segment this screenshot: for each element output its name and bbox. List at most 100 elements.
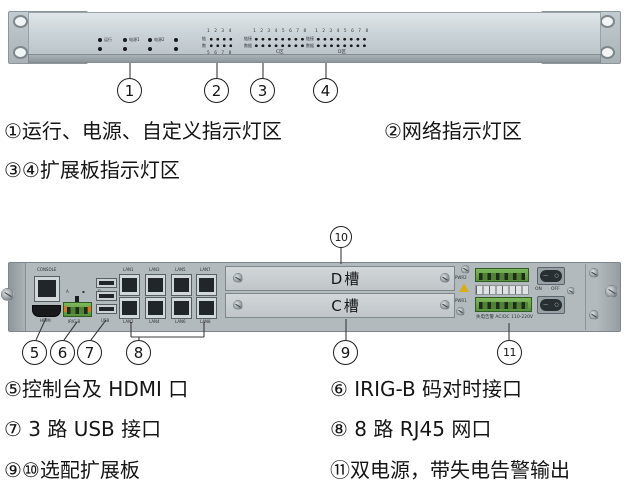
usb-port-2 [96,291,117,301]
lan7-label: LAN7 [200,267,211,272]
lan6-label: LAN6 [175,319,186,324]
rear-panel-left-wall [9,263,26,331]
power-switch-2: —○ [537,267,565,285]
callout-6: 6 [50,340,75,365]
power1-led [123,38,127,42]
wiring-label-strip [475,285,529,295]
screw-hole [600,46,615,59]
lan-port-7 [196,274,217,296]
network-led-grid [208,36,234,49]
warning-icon [459,283,469,292]
panel-screw [456,307,465,316]
caption-rear-row1-left: ⑤控制台及 HDMI 口 [4,377,189,401]
slot-d-led-row-label: 链接 [306,36,314,41]
lan-port-8 [196,297,217,319]
lan8-label: LAN8 [200,319,211,324]
network-led-numbers-bottom: 5 6 7 8 [207,51,233,56]
irig-center-pin [75,296,79,302]
run-led [98,38,102,42]
pwr2-label: PWR2 [455,275,467,280]
lan-port-3 [145,274,166,296]
usb-port-3 [96,304,117,314]
screw-hole [600,15,615,28]
lan-port-6 [171,297,192,319]
network-led-row-label: 链 [202,36,206,41]
caption-rear-row3-right: ⑪双电源，带失电告警输出 [330,458,570,482]
screw-hole [13,46,28,59]
front-panel-bevel [28,54,601,63]
slot-d-led-grid [315,36,368,49]
thumbscrew [1,288,14,301]
slot-c-led-numbers: 1 2 3 4 5 6 7 8 [253,29,308,34]
panel-screw [567,287,575,295]
slot-c-label: C槽 [331,297,361,315]
power1-led-label: 电源1 [129,37,140,42]
irig-ab-label: A ▪ B [66,289,107,294]
run-led-label: 运行 [104,37,112,42]
callout-7: 7 [77,340,102,365]
irig-label: IRIG-B [68,319,81,324]
panel-screw [589,310,599,320]
irig-b-terminal [63,302,92,317]
custom-led [123,47,127,51]
callout-1: 1 [117,78,142,103]
slot-c: C槽 [225,293,455,318]
terminal-mark [64,306,67,312]
custom-led [174,47,178,51]
screw-hole [13,15,28,28]
hdmi-label: HDMI [40,318,51,323]
custom-led [174,38,178,42]
slot-c-zone-label: C区 [276,50,284,55]
slot-screw [233,300,243,310]
callout-5: 5 [22,340,47,365]
slot-d: D槽 [225,266,455,291]
network-led-row-label: 数 [202,43,206,48]
slot-d-zone-label: D区 [338,50,346,55]
switch-on-symbol: — [543,273,549,279]
pwr1-label: PWR1 [455,298,467,303]
thumbscrew [605,285,618,298]
callout-10: 10 [330,226,352,248]
custom-led [98,47,102,51]
slot-d-led-row-label: 数据 [306,43,314,48]
custom-led [148,47,152,51]
slot-screw [233,273,243,283]
slot-screw [440,300,450,310]
slot-c-led-grid [253,36,306,49]
network-led-numbers-top: 1 2 3 4 [207,29,233,34]
lan-port-2 [119,297,140,319]
power2-led [148,38,152,42]
callout-8: 8 [126,340,151,365]
caption-front-row1-left: ①运行、电源、自定义指示灯区 [4,119,282,143]
lan-port-1 [119,274,140,296]
usb-port-1 [96,278,117,288]
slot-c-led-row-label: 数据 [244,43,252,48]
lan2-label: LAN2 [123,319,134,324]
callout-2: 2 [204,78,229,103]
lan1-label: LAN1 [123,267,134,272]
lan-port-4 [145,297,166,319]
panel-screw [589,268,599,278]
caption-rear-row2-left: ⑦ 3 路 USB 接口 [4,417,162,441]
callout-3: 3 [250,78,275,103]
power-caption: 失电告警 AC/DC 110-220V [476,315,534,320]
lan4-label: LAN4 [149,319,160,324]
slot-d-label: D槽 [330,270,362,288]
terminal-mark [88,306,91,312]
caption-rear-row3-left: ⑨⑩选配扩展板 [4,458,140,482]
callout-11: 11 [497,340,522,365]
slot-d-led-numbers: 1 2 3 4 5 6 7 8 [315,29,370,34]
console-label: CONSOLE [37,267,57,272]
callout-9: 9 [333,340,358,365]
on-label: ON [535,287,542,292]
usb-label: USB [101,318,110,323]
panel-screw [461,265,470,274]
hdmi-port [32,305,61,317]
lan5-label: LAN5 [175,267,186,272]
callout-4: 4 [313,78,338,103]
switch-on-symbol: — [543,302,549,308]
power2-led-label: 电源2 [154,37,165,42]
